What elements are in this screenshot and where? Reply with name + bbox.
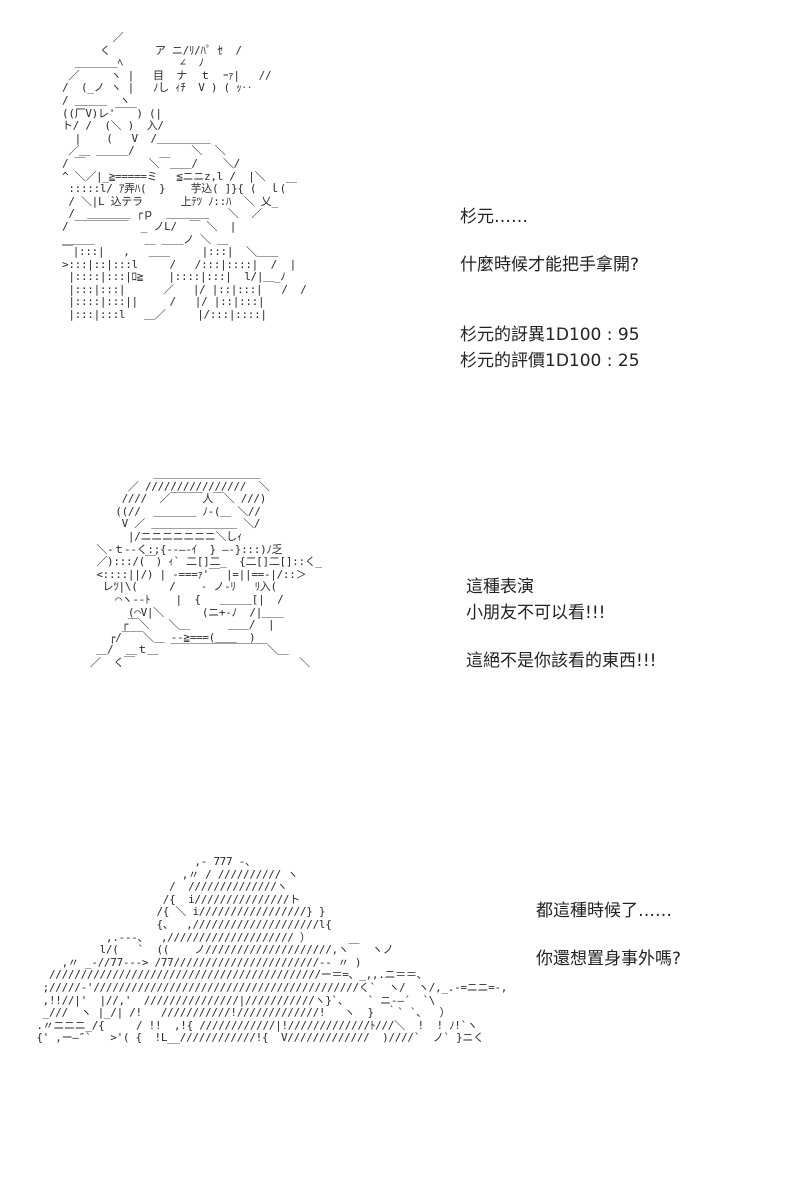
dialog-line: 什麼時候才能把手拿開? [460,255,640,275]
dialog-panel-3: 都這種時候了…… 你還想置身事外嗎? [536,898,681,972]
dialog-line: 杉元的訝異1D100 : 95 [460,325,640,345]
dialog-line: 都這種時候了…… [536,901,672,921]
dialog-line: 小朋友不可以看!!! [466,603,606,623]
dialog-line: 這種表演 [466,577,534,597]
ascii-art-panel-3: ,- 777 -、 ,〃 / ////////// ヽ / //////////… [36,855,508,1045]
dialog-line: 杉元…… [460,207,528,227]
dialog-line: 你還想置身事外嗎? [536,949,682,969]
dialog-line: 這絕不是你該看的東西!!! [466,651,657,671]
ascii-art-panel-1: ／ く ア ニ/ﾘ/ﾊﾟ ｾ / ＿＿＿＿ﾍ ∠ ﾉ ／ ヽ | 目 ナ ｔ ｰ… [62,31,307,322]
ascii-art-panel-2: ＿＿＿＿＿＿＿＿＿＿ ／ //////////////// ＼ //// ／￣￣… [90,467,322,669]
dialog-panel-2: 這種表演 小朋友不可以看!!! 這絕不是你該看的東西!!! [466,574,656,674]
dialog-line: 杉元的評價1D100 : 25 [460,351,640,371]
dialog-panel-1: 杉元…… 什麼時候才能把手拿開? 杉元的訝異1D100 : 95 杉元的評價1D… [460,204,640,374]
